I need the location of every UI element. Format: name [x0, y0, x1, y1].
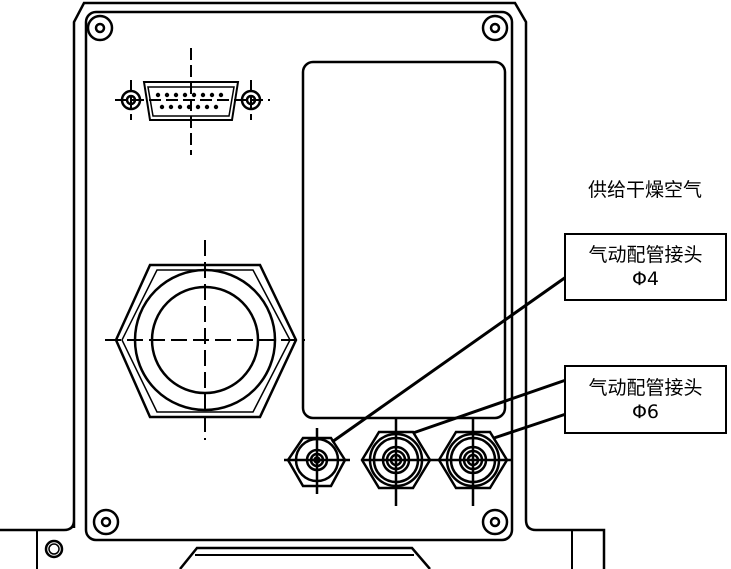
d-sub-connector [115, 48, 270, 155]
callout-phi6-name: 气动配管接头 [588, 376, 703, 399]
panel-screws [86, 14, 509, 536]
cable-gland [105, 240, 305, 440]
fitting-phi6-b [432, 418, 512, 506]
fitting-phi6-a [360, 418, 432, 506]
supply-dry-air-label: 供给干燥空气 [587, 179, 702, 201]
callout-phi4-name: 气动配管接头 [588, 244, 703, 266]
foot-screw [44, 539, 64, 559]
callout-phi6-size: Φ6 [631, 400, 660, 423]
display-window [301, 60, 507, 420]
rear-panel [84, 10, 514, 542]
callout-phi4-size: Φ4 [631, 268, 660, 290]
leader-lines [331, 275, 567, 444]
fitting-phi4 [284, 428, 350, 494]
housing-outline [0, 1, 606, 569]
foot-lines [36, 530, 573, 569]
callout-phi6: 气动配管接头 Φ6 [564, 365, 727, 434]
callout-phi4: 气动配管接头 Φ4 [564, 233, 727, 301]
